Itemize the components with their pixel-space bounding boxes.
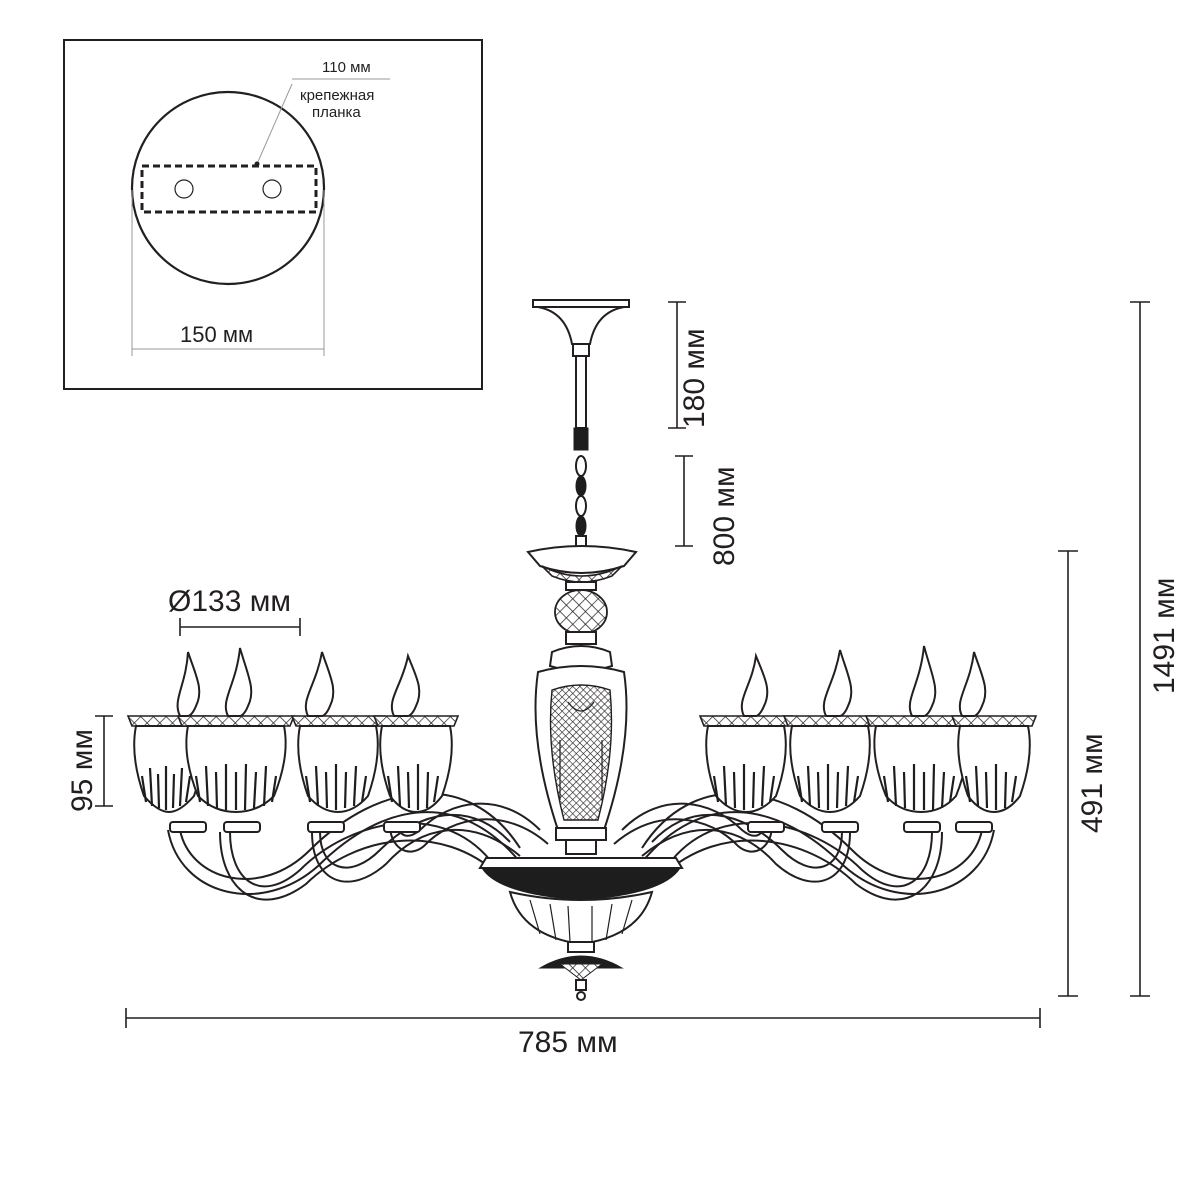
chandelier: [126, 299, 1038, 1001]
shade-height-label: 95 мм: [66, 729, 99, 812]
central-knop: [548, 589, 614, 672]
bar-leader-line: [256, 83, 293, 165]
suspension-chain: [573, 427, 589, 549]
shades-left: [126, 715, 460, 814]
canopy-height-label: 180 мм: [678, 328, 711, 428]
leader-dot: [254, 161, 260, 167]
shade-diameter-label: Ø133 мм: [168, 585, 291, 618]
total-height-label: 1491 мм: [1148, 578, 1181, 694]
flame-bulbs: [176, 645, 987, 717]
drip-pans: [169, 821, 993, 833]
arms: [167, 792, 995, 901]
shades-right: [698, 715, 1038, 814]
mounting-detail-inset: 110 мм крепежная планка 150 мм: [63, 39, 483, 390]
bar-width-label: 110 мм: [322, 59, 371, 76]
mounting-hole-right: [262, 179, 282, 199]
central-column: [534, 665, 628, 855]
total-width-label: 785 мм: [518, 1026, 618, 1059]
canopy-diameter-label: 150 мм: [180, 322, 253, 347]
canopy-top-view: [130, 90, 326, 286]
bar-name-line1: крепежная: [300, 87, 374, 104]
top-ornament: [526, 545, 638, 591]
chain-length-label: 800 мм: [708, 466, 741, 566]
bar-name-line2: планка: [312, 104, 361, 121]
ceiling-canopy: [532, 299, 630, 357]
suspension-rod: [575, 355, 587, 429]
lower-bowl: [478, 857, 684, 1001]
mounting-hole-left: [174, 179, 194, 199]
body-height-label: 491 мм: [1076, 733, 1109, 833]
dimension-lines: 180 мм 800 мм Ø133 мм 95 мм 491 мм 1491 …: [66, 301, 1181, 1059]
